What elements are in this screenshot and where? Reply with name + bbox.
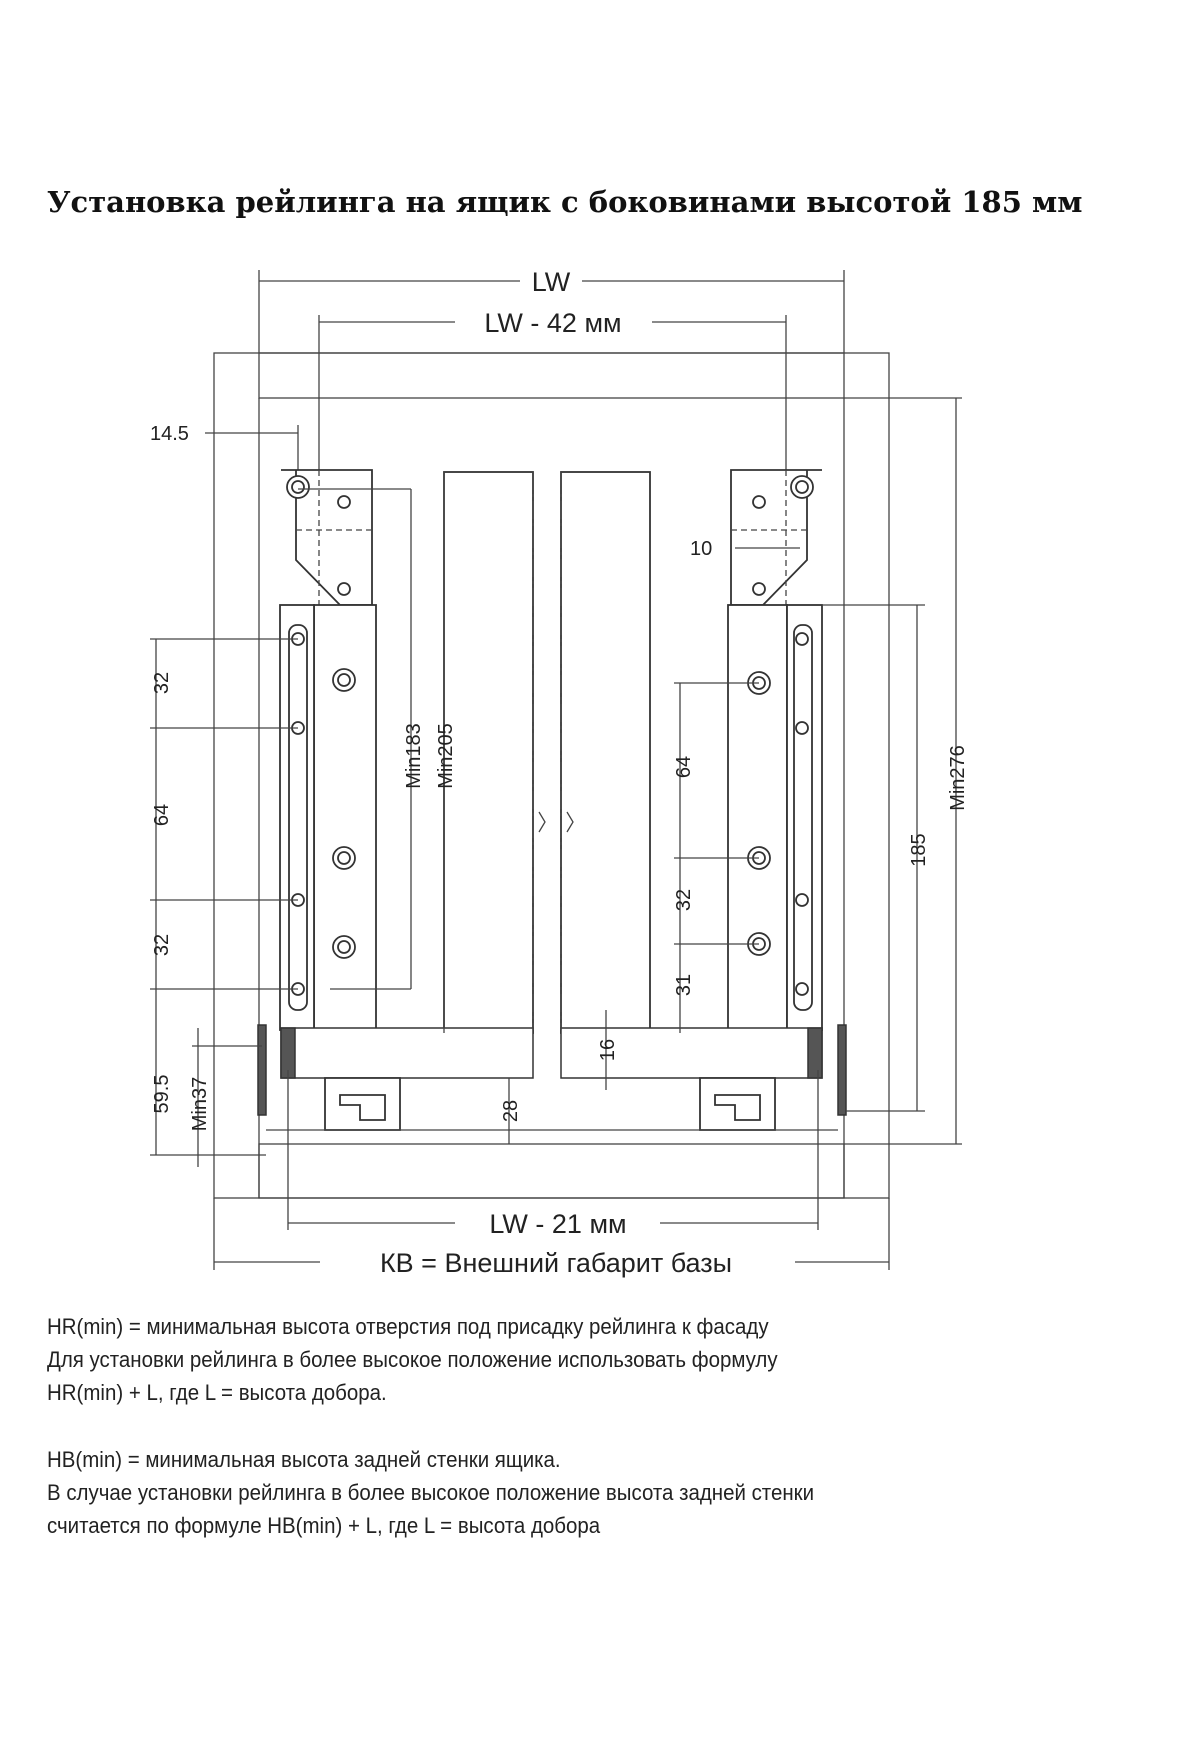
dim-right-31: 31: [673, 974, 695, 996]
note-line: HB(min) = минимальная высота задней стен…: [47, 1447, 561, 1472]
dimension-lw-42: LW - 42 мм: [318, 308, 787, 470]
dimension-lw-21: LW - 21 мм: [287, 1070, 819, 1239]
hole-icon: [795, 893, 809, 907]
dim-14-5-label: 14.5: [150, 423, 189, 445]
screw-hole-icon: [795, 480, 809, 494]
hole-icon: [337, 495, 351, 509]
screw-hole-icon: [337, 851, 351, 865]
hole-icon: [337, 582, 351, 596]
dim-min183: Min183: [403, 723, 425, 789]
dim-right-32: 32: [673, 889, 695, 911]
note-line: HR(min) + L, где L = высота добора.: [47, 1380, 387, 1405]
dim-left-32-top: 32: [151, 672, 173, 694]
dimension-lw: LW: [258, 267, 845, 353]
hole-icon: [795, 721, 809, 735]
dimension-kb: КВ = Внешний габарит базы: [213, 1198, 890, 1278]
hole-icon: [752, 495, 766, 509]
dim-lw-label: LW: [532, 267, 571, 297]
dim-lw-42-label: LW - 42 мм: [484, 308, 621, 338]
dim-min37: Min37: [189, 1077, 211, 1131]
dim-lw-21-label: LW - 21 мм: [489, 1209, 626, 1239]
dim-min205: Min205: [435, 723, 457, 789]
note-line: Для установки рейлинга в более высокое п…: [47, 1347, 778, 1372]
right-runner-assembly: [560, 469, 847, 1131]
dim-left-64: 64: [151, 804, 173, 826]
dim-min276: Min276: [947, 745, 969, 811]
break-mark-icon: [538, 811, 574, 833]
left-runner-assembly: [257, 469, 534, 1131]
hole-icon: [795, 632, 809, 646]
dim-16: 16: [597, 1039, 619, 1061]
left-hole-dimensions: 32 64 32 59.5 Min37: [150, 638, 298, 1167]
right-hole-dimensions: 64 32 31: [673, 682, 759, 1033]
note-line: считается по формуле HB(min) + L, где L …: [47, 1513, 601, 1538]
dim-10: 10: [690, 538, 712, 560]
dim-59-5: 59.5: [151, 1075, 173, 1114]
note-line: HR(min) = минимальная высота отверстия п…: [47, 1314, 769, 1339]
screw-hole-icon: [337, 673, 351, 687]
page-title: Установка рейлинга на ящик с боковинами …: [47, 185, 1082, 219]
dim-left-32-bottom: 32: [151, 934, 173, 956]
hole-icon: [752, 582, 766, 596]
note-line: В случае установки рейлинга в более высо…: [47, 1480, 815, 1505]
dim-kb-label: КВ = Внешний габарит базы: [380, 1248, 732, 1278]
dim-28: 28: [500, 1100, 522, 1122]
screw-hole-icon: [291, 480, 305, 494]
dim-185: 185: [908, 833, 930, 866]
dim-right-64: 64: [673, 756, 695, 778]
screw-hole-icon: [337, 940, 351, 954]
hole-icon: [795, 982, 809, 996]
